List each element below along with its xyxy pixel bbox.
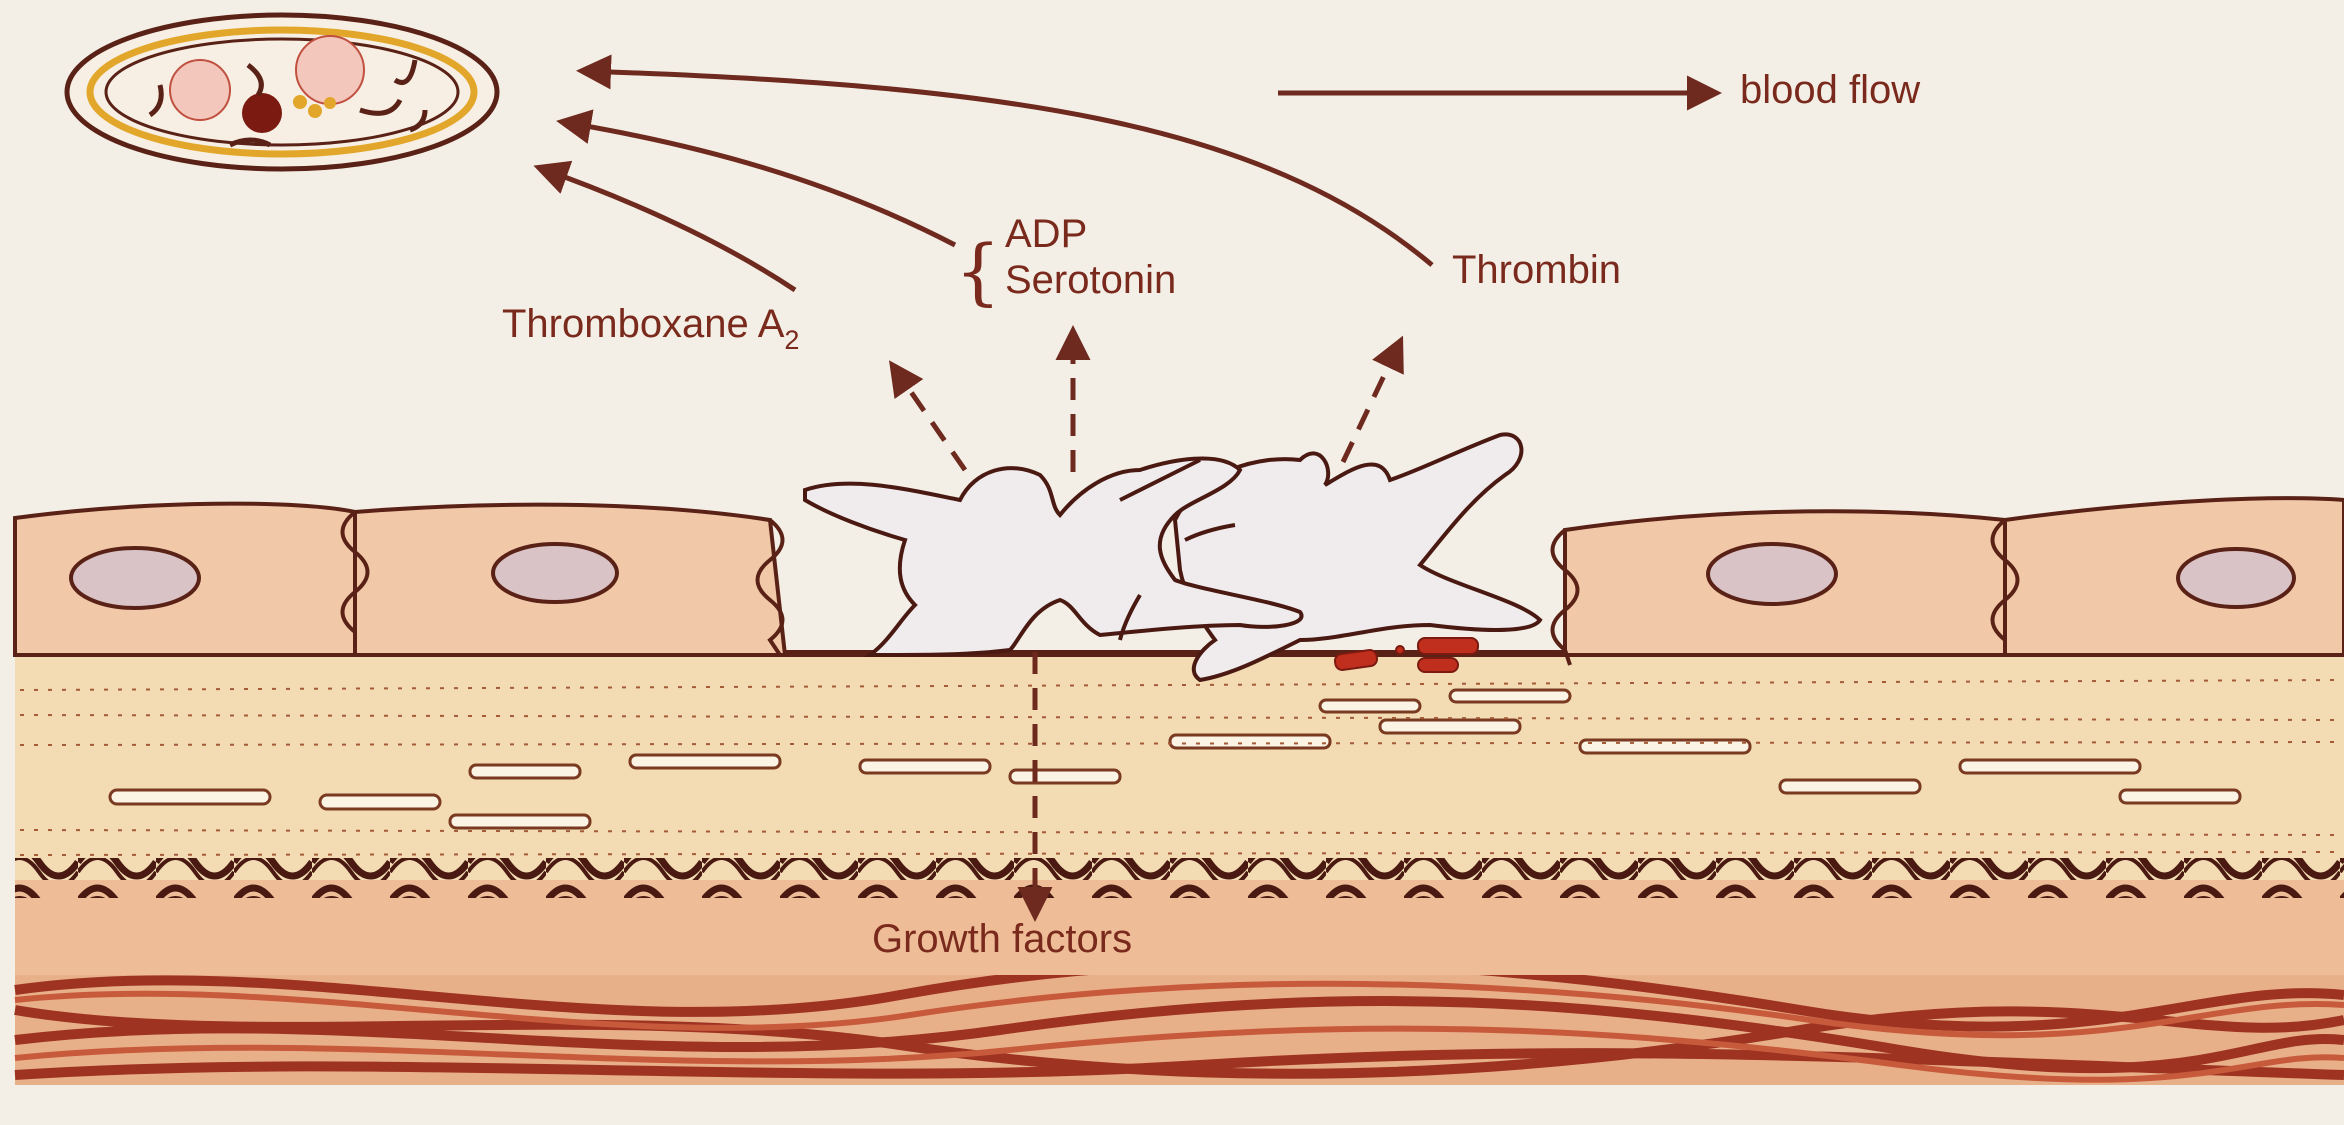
- serotonin-label: Serotonin: [1005, 258, 1176, 302]
- endothelial-cell-3: [1553, 511, 2006, 665]
- thrombin-label: Thrombin: [1452, 248, 1621, 292]
- adp-label: ADP: [1005, 212, 1087, 256]
- resting-platelet-inset: [67, 15, 497, 169]
- endothelial-cell-left: [15, 504, 355, 655]
- thromboxane-subscript: 2: [784, 325, 799, 355]
- adp-brace: {: [955, 229, 1001, 313]
- nucleus: [71, 548, 199, 608]
- internal-elastic-lamina: [15, 858, 2344, 898]
- nucleus: [2178, 549, 2294, 607]
- nucleus: [1708, 544, 1836, 604]
- blood-flow-label: blood flow: [1740, 68, 1920, 112]
- nucleus: [493, 544, 617, 602]
- growth-factors-label: Growth factors: [872, 917, 1132, 961]
- endothelial-cell-right: [1993, 498, 2344, 655]
- vessel-wall: [15, 650, 2344, 1085]
- endothelial-cell-2: [343, 505, 786, 655]
- thromboxane-text: Thromboxane A: [502, 302, 785, 346]
